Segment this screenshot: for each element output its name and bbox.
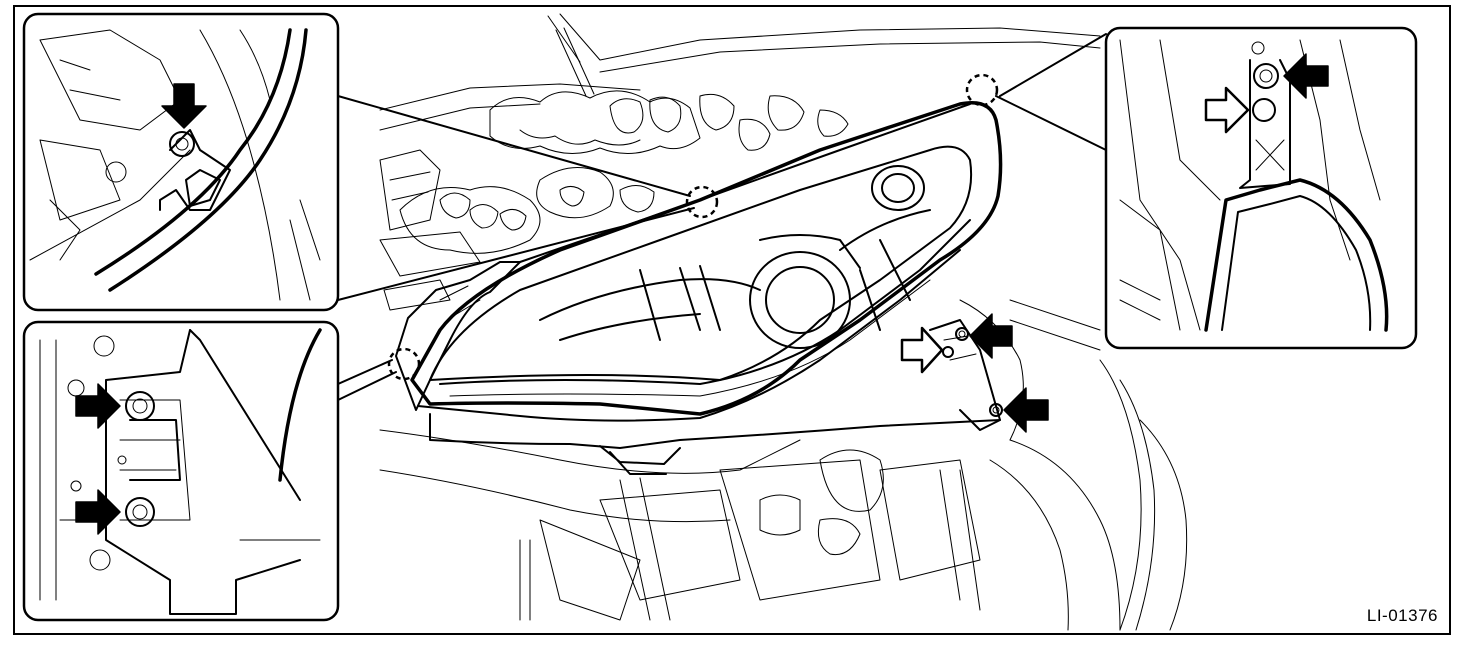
detail-marker-top-right (965, 73, 999, 107)
inset-top-right (1104, 26, 1418, 350)
figure-code-label: LI-01376 (1366, 606, 1438, 625)
leader-top-left (337, 95, 695, 301)
inset-bottom-left (22, 320, 340, 622)
detail-marker-left (387, 347, 421, 381)
bolt-arrow-inset-bl-lower (75, 489, 121, 535)
bolt-arrow-main-lower (1003, 387, 1049, 433)
inset-bl-bolt-upper (125, 391, 155, 421)
figure-frame (13, 5, 1451, 635)
leader-left (337, 359, 397, 401)
inset-tr-pin (1252, 98, 1276, 122)
inset-bl-bolt-lower (125, 497, 155, 527)
projector-lens-outer (749, 251, 851, 349)
headlamp-assembly (395, 101, 1003, 475)
inset-tl-bolt (169, 131, 195, 157)
headlamp-lens (429, 145, 973, 381)
bolt-arrow-inset-tl (161, 83, 207, 129)
bolt-arrow-main-upper (969, 313, 1013, 359)
headlamp-outer-outline (410, 101, 1003, 416)
pin-arrow-inset-tr (1204, 86, 1250, 134)
pin-arrow-main (900, 326, 944, 374)
engine-bay-background (379, 13, 1301, 631)
detail-marker-top-center (685, 185, 719, 219)
inset-top-left (22, 12, 340, 312)
bolt-arrow-inset-tr (1283, 53, 1329, 99)
leader-top-right (995, 33, 1107, 151)
bolt-arrow-inset-bl-upper (75, 383, 121, 429)
inset-tr-bolt (1253, 63, 1279, 89)
projector-lens-inner (765, 266, 835, 334)
